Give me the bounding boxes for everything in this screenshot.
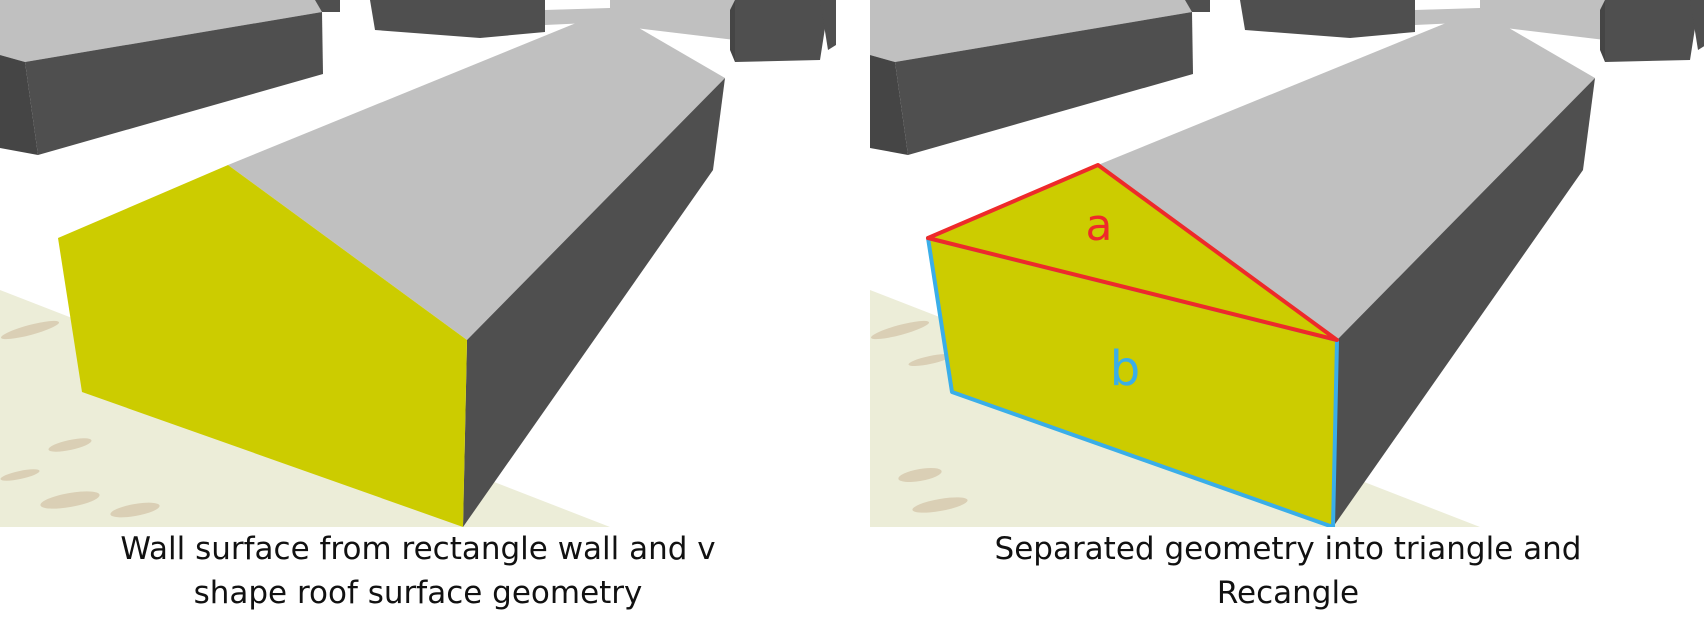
gable-wall-surface [58,165,467,527]
roof-surface [1098,10,1595,340]
left-building-scene [0,0,836,527]
background-buildings [0,0,836,155]
left-caption: Wall surface from rectangle wall and v s… [0,527,836,617]
side-wall [463,78,725,527]
right-caption-line-1: Separated geometry into triangle and [994,531,1582,567]
label-b: b [1110,341,1140,397]
ground-smudges [0,320,160,518]
main-building: a b [926,10,1595,527]
side-wall [1333,78,1595,527]
left-caption-line-2: shape roof surface geometry [193,575,643,611]
main-building [58,10,725,527]
right-caption: Separated geometry into triangle and Rec… [870,527,1704,617]
right-diagram-panel: a b [870,0,1704,527]
left-caption-line-1: Wall surface from rectangle wall and v [120,531,716,567]
right-caption-line-2: Recangle [1216,575,1360,611]
ground-smudges [870,320,968,513]
left-diagram-panel [0,0,836,527]
label-a: a [1086,200,1113,251]
roof-surface [228,10,725,340]
background-buildings [870,0,1704,155]
triangle-region-a [926,163,1339,342]
right-building-scene: a b [870,0,1704,527]
